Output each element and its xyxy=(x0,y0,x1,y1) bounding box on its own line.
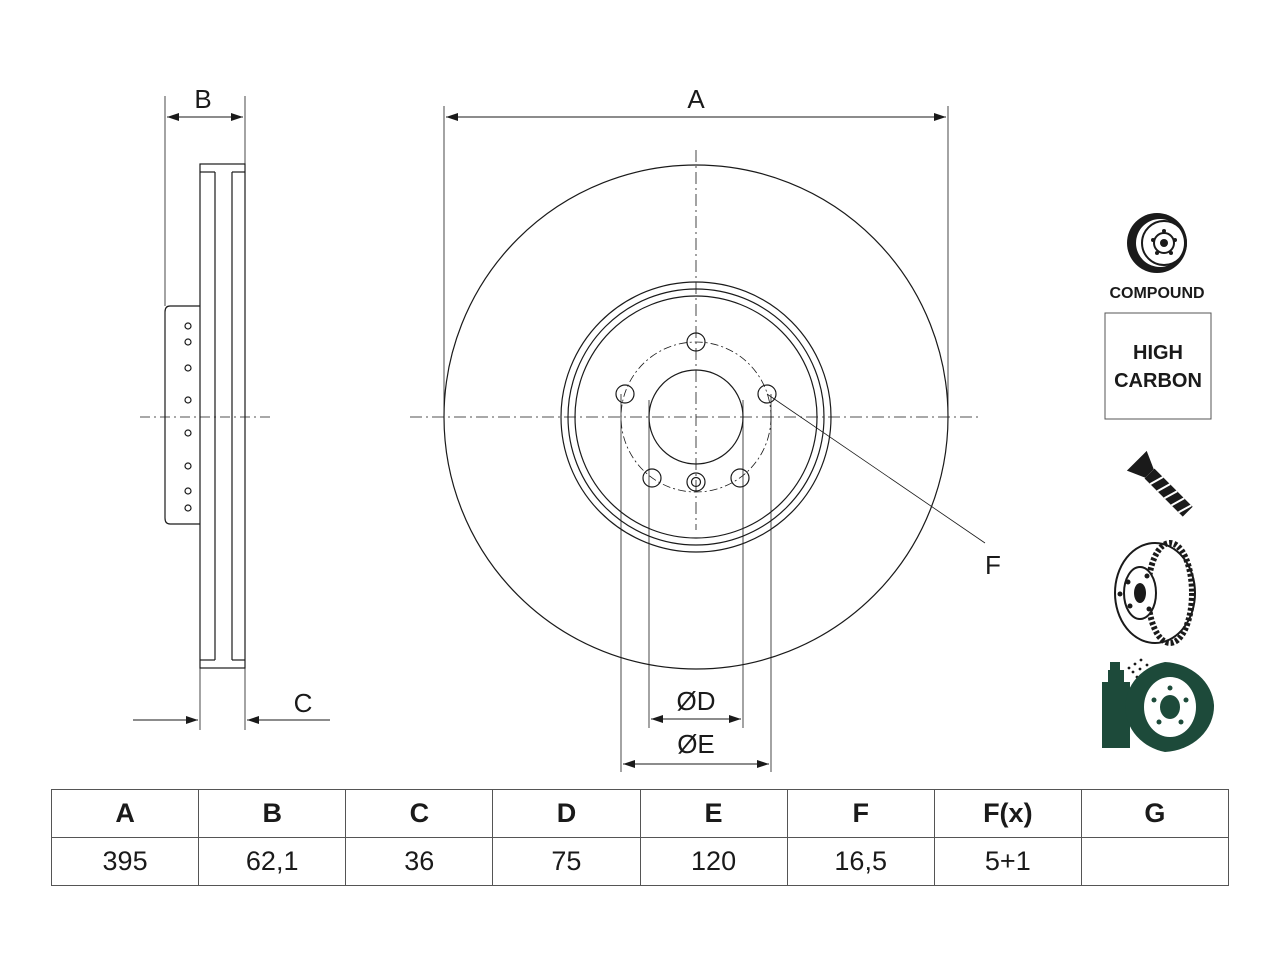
dimension-e: ØE xyxy=(623,729,769,768)
compound-label: COMPOUND xyxy=(1109,285,1204,302)
label-b: B xyxy=(194,84,211,114)
value-a: 395 xyxy=(50,837,200,886)
dimension-b: B xyxy=(167,84,243,121)
header-b: B xyxy=(198,789,347,838)
compound-disc-icon: COMPOUND xyxy=(1109,213,1205,302)
value-d: 75 xyxy=(492,837,641,886)
value-e: 120 xyxy=(639,837,788,886)
high-carbon-line1: HIGH xyxy=(1133,342,1183,364)
value-g xyxy=(1080,837,1230,886)
label-f: F xyxy=(985,550,1001,580)
high-carbon-line2: CARBON xyxy=(1114,370,1202,392)
specs-header-row: A B C D E F F(x) G xyxy=(50,789,1230,838)
header-e: E xyxy=(639,789,788,838)
label-d: ØD xyxy=(677,686,716,716)
header-a: A xyxy=(50,789,200,838)
header-c: C xyxy=(345,789,494,838)
specs-value-row: 395 62,1 36 75 120 16,5 5+1 xyxy=(50,837,1230,886)
header-d: D xyxy=(492,789,641,838)
high-carbon-icon: HIGH CARBON xyxy=(1104,312,1212,420)
screw-icon xyxy=(1126,450,1193,517)
specs-table: A B C D E F F(x) G 395 62,1 36 75 120 16… xyxy=(50,789,1230,886)
value-fx: 5+1 xyxy=(933,837,1082,886)
header-fx: F(x) xyxy=(933,789,1082,838)
label-e: ØE xyxy=(677,729,715,759)
front-view xyxy=(410,106,986,772)
dimension-a: A xyxy=(446,84,946,121)
side-view xyxy=(140,96,270,730)
dimension-c: C xyxy=(133,688,330,724)
coating-spray-icon xyxy=(1102,658,1215,752)
value-f: 16,5 xyxy=(786,837,935,886)
header-f: F xyxy=(786,789,935,838)
dimension-d: ØD xyxy=(651,686,741,723)
value-b: 62,1 xyxy=(198,837,347,886)
label-c: C xyxy=(294,688,313,718)
label-a: A xyxy=(687,84,705,114)
vented-disc-icon xyxy=(1114,540,1196,646)
header-g: G xyxy=(1080,789,1230,838)
value-c: 36 xyxy=(345,837,494,886)
